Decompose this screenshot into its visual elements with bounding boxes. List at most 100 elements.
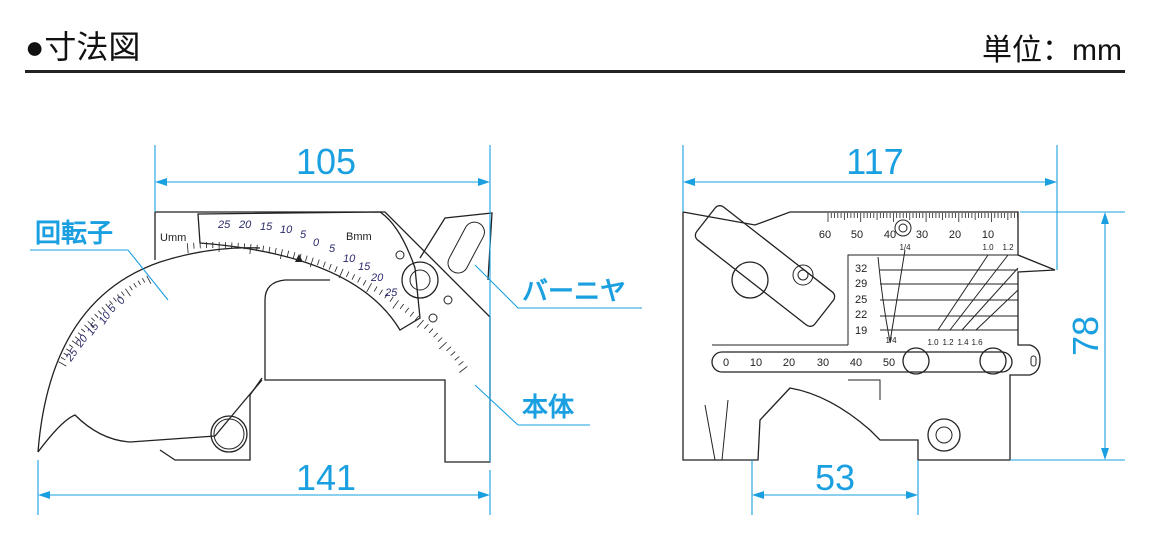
tick: [305, 255, 308, 262]
bottom-fraction: 1.2: [942, 338, 954, 347]
rotor-knob[interactable]: [210, 415, 248, 453]
tick: [437, 337, 443, 342]
tick: [458, 361, 464, 366]
top-fraction: 1.0: [982, 243, 994, 252]
side-scale-label: 22: [855, 309, 867, 321]
rotor-label: 25: [63, 346, 81, 364]
left-gauge-body: [155, 211, 491, 463]
tick: [74, 336, 80, 341]
tick: [392, 300, 399, 309]
tick: [60, 357, 66, 361]
dim-53: 53: [815, 457, 855, 498]
rotor: [37, 247, 263, 453]
tick: [125, 288, 131, 297]
tick: [116, 294, 121, 299]
tick: [101, 307, 106, 312]
tick: [404, 307, 410, 313]
right-gauge-body: [682, 211, 1056, 461]
tick: [338, 268, 344, 279]
tick: [105, 303, 112, 312]
left-dimensions: 105 141: [37, 141, 491, 515]
lock-knob[interactable]: [927, 418, 961, 452]
top-scale-label: 20: [949, 229, 961, 241]
dim-141: 141: [296, 457, 356, 498]
slider-scale-label: 0: [723, 357, 729, 369]
tick: [334, 266, 338, 273]
top-scale-label: 60: [819, 229, 831, 241]
tick: [414, 315, 420, 321]
tick: [186, 243, 189, 254]
top-fraction: 1.2: [1002, 243, 1014, 252]
slider-scale-label: 30: [817, 357, 829, 369]
tick: [94, 313, 99, 318]
vernier-label: 5: [329, 243, 336, 255]
b-label: Bmm: [346, 231, 372, 243]
slider-knob-2[interactable]: [979, 347, 1007, 375]
tick: [454, 356, 460, 361]
tick: [433, 332, 438, 338]
tick: [137, 280, 141, 286]
top-scale-label: 50: [851, 229, 863, 241]
tick: [292, 252, 296, 259]
tick: [63, 352, 69, 357]
label-body: 本体: [522, 392, 575, 422]
tick: [141, 277, 146, 283]
rotor-label: 20: [73, 332, 91, 350]
tick: [379, 289, 383, 296]
tick: [316, 259, 320, 266]
bottom-fraction: 1/4: [885, 336, 897, 345]
tick: [87, 321, 95, 328]
tick: [109, 300, 113, 305]
tick: [58, 361, 67, 367]
side-scale-label: 19: [855, 325, 867, 337]
bottom-fraction: 1.4: [957, 338, 969, 347]
unit-label: 単位：mm: [982, 34, 1122, 67]
tick: [66, 348, 71, 352]
top-scale-label: 30: [916, 229, 928, 241]
vernier-label: 20: [238, 219, 252, 231]
tick: [373, 286, 378, 292]
top-fraction: 1/4: [899, 243, 911, 252]
bottom-fraction: 1.0: [927, 338, 939, 347]
tick: [389, 296, 394, 302]
tick: [113, 297, 117, 302]
tick: [97, 310, 103, 315]
tick: [268, 246, 271, 253]
vernier-plate: [197, 211, 421, 331]
tick: [399, 303, 405, 310]
tick: [309, 257, 314, 268]
tick: [286, 250, 290, 257]
bottom-fraction: 1.6: [971, 338, 983, 347]
vernier-knob[interactable]: [401, 261, 439, 299]
tick: [446, 346, 452, 352]
vernier-ticks: [186, 242, 468, 373]
arm-knob[interactable]: [731, 261, 769, 299]
tick: [384, 292, 389, 299]
slider-scale-label: 50: [883, 357, 895, 369]
tick: [416, 319, 424, 328]
tick: [362, 279, 367, 286]
tick: [351, 274, 356, 280]
tick: [459, 366, 468, 373]
angle-arm: [694, 205, 836, 327]
right-gauge: 60 50 40 30 20 10 1/4 1.0 1.2 1/4 1.0 1.…: [682, 205, 1056, 461]
tick: [84, 324, 89, 329]
u-label: Umm: [160, 232, 186, 244]
tick: [274, 247, 277, 254]
label-vernier: バーニヤ: [522, 276, 626, 306]
vernier-label: 15: [358, 261, 371, 273]
part-labels: 回転子 バーニヤ 本体: [30, 218, 642, 426]
tick: [120, 291, 125, 296]
rotor-ticks: [58, 275, 152, 367]
header-rule: [25, 70, 1125, 73]
vernier-label: 15: [260, 221, 273, 233]
dim-117: 117: [846, 141, 903, 182]
tick: [80, 328, 86, 333]
slider-scale-label: 40: [850, 357, 862, 369]
dim-105: 105: [296, 141, 356, 182]
label-rotor: 回転子: [35, 218, 113, 248]
tick: [146, 275, 152, 284]
slider-knob[interactable]: [902, 347, 930, 375]
vernier-label: 25: [384, 287, 398, 299]
